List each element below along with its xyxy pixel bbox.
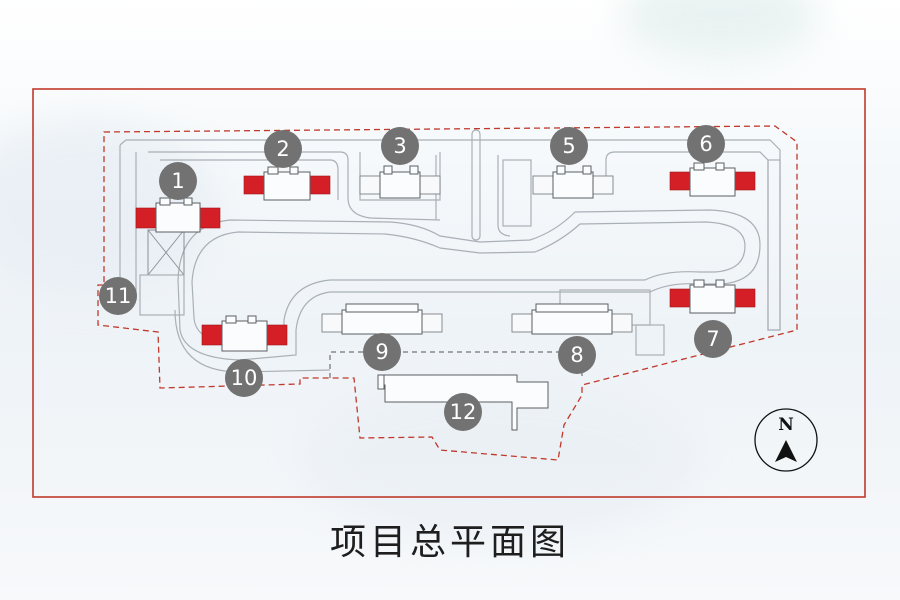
badge-1[interactable]: 1: [159, 162, 197, 200]
badge-11[interactable]: 11: [99, 277, 137, 315]
building-2[interactable]: [243, 166, 331, 201]
badge-label: 5: [562, 134, 575, 158]
north-arrow-icon: [775, 440, 797, 462]
building-8[interactable]: [511, 303, 633, 335]
building-7[interactable]: [669, 279, 756, 314]
badge-label: 7: [706, 327, 719, 351]
badge-3[interactable]: 3: [381, 127, 419, 165]
badge-12[interactable]: 12: [444, 393, 482, 431]
compass-label: N: [778, 415, 794, 435]
background-mist: [300, 380, 700, 540]
building-5[interactable]: [532, 165, 614, 199]
badge-6[interactable]: 6: [687, 125, 725, 163]
badge-8[interactable]: 8: [558, 336, 596, 374]
badge-label: 10: [231, 366, 258, 390]
badge-9[interactable]: 9: [363, 333, 401, 371]
badge-5[interactable]: 5: [550, 127, 588, 165]
outer-frame: [32, 88, 866, 498]
badge-label: 8: [570, 343, 583, 367]
building-3[interactable]: [359, 165, 441, 199]
badge-label: 12: [450, 400, 477, 424]
badge-label: 6: [699, 132, 712, 156]
badge-label: 2: [276, 137, 289, 161]
badge-label: 11: [105, 284, 132, 308]
badge-10[interactable]: 10: [225, 359, 263, 397]
badge-label: 9: [375, 340, 388, 364]
badge-2[interactable]: 2: [264, 130, 302, 168]
badge-label: 3: [393, 134, 406, 158]
building-12[interactable]: [377, 374, 549, 431]
badge-label: 1: [171, 169, 184, 193]
page-title: 项目总平面图: [329, 522, 570, 563]
badge-7[interactable]: 7: [694, 320, 732, 358]
building-1[interactable]: [135, 197, 221, 233]
north-compass: N: [754, 408, 818, 472]
site-boundary: [97, 125, 798, 461]
building-6[interactable]: [669, 162, 756, 197]
building-10[interactable]: [201, 315, 288, 352]
building-9[interactable]: [321, 303, 443, 335]
